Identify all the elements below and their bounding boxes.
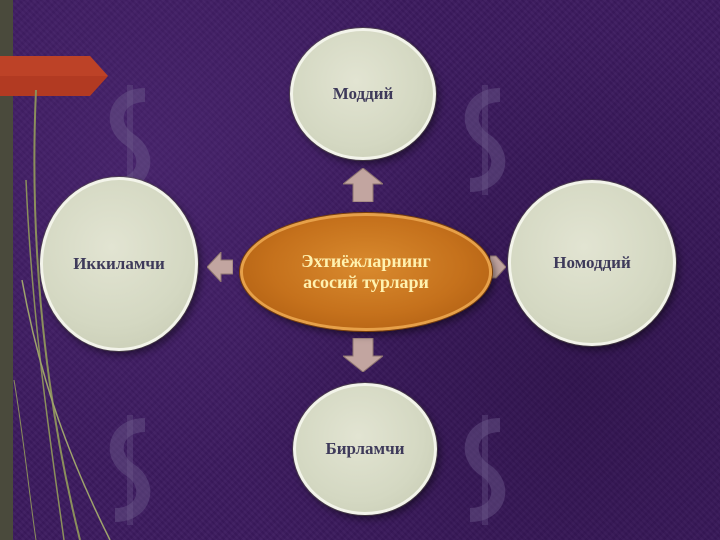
watermark-logo-bottom-right bbox=[464, 415, 506, 525]
arrow-up-icon bbox=[343, 168, 383, 202]
watermark-logo-bottom-left bbox=[109, 415, 151, 525]
center-node: Эхтиёжларнинг асосий турлари bbox=[240, 213, 492, 331]
node-right: Номоддий bbox=[508, 180, 676, 346]
node-top: Моддий bbox=[290, 28, 436, 160]
node-right-label: Номоддий bbox=[553, 253, 631, 272]
center-line-1: Эхтиёжларнинг bbox=[301, 251, 431, 271]
left-border-strip bbox=[0, 0, 13, 540]
accent-tab-arrow bbox=[0, 56, 108, 96]
arrow-right-icon bbox=[490, 255, 506, 279]
node-left: Иккиламчи bbox=[40, 177, 198, 351]
center-line-2: асосий турлари bbox=[303, 272, 429, 292]
node-top-label: Моддий bbox=[332, 84, 394, 103]
arrow-down-icon bbox=[343, 338, 383, 372]
arrow-left-icon bbox=[207, 252, 233, 282]
center-node-label: Эхтиёжларнинг асосий турлари bbox=[271, 251, 461, 293]
node-bottom-label: Бирламчи bbox=[325, 439, 405, 458]
watermark-logo-top-right bbox=[464, 85, 506, 195]
node-bottom: Бирламчи bbox=[293, 383, 437, 515]
node-left-label: Иккиламчи bbox=[73, 254, 165, 273]
